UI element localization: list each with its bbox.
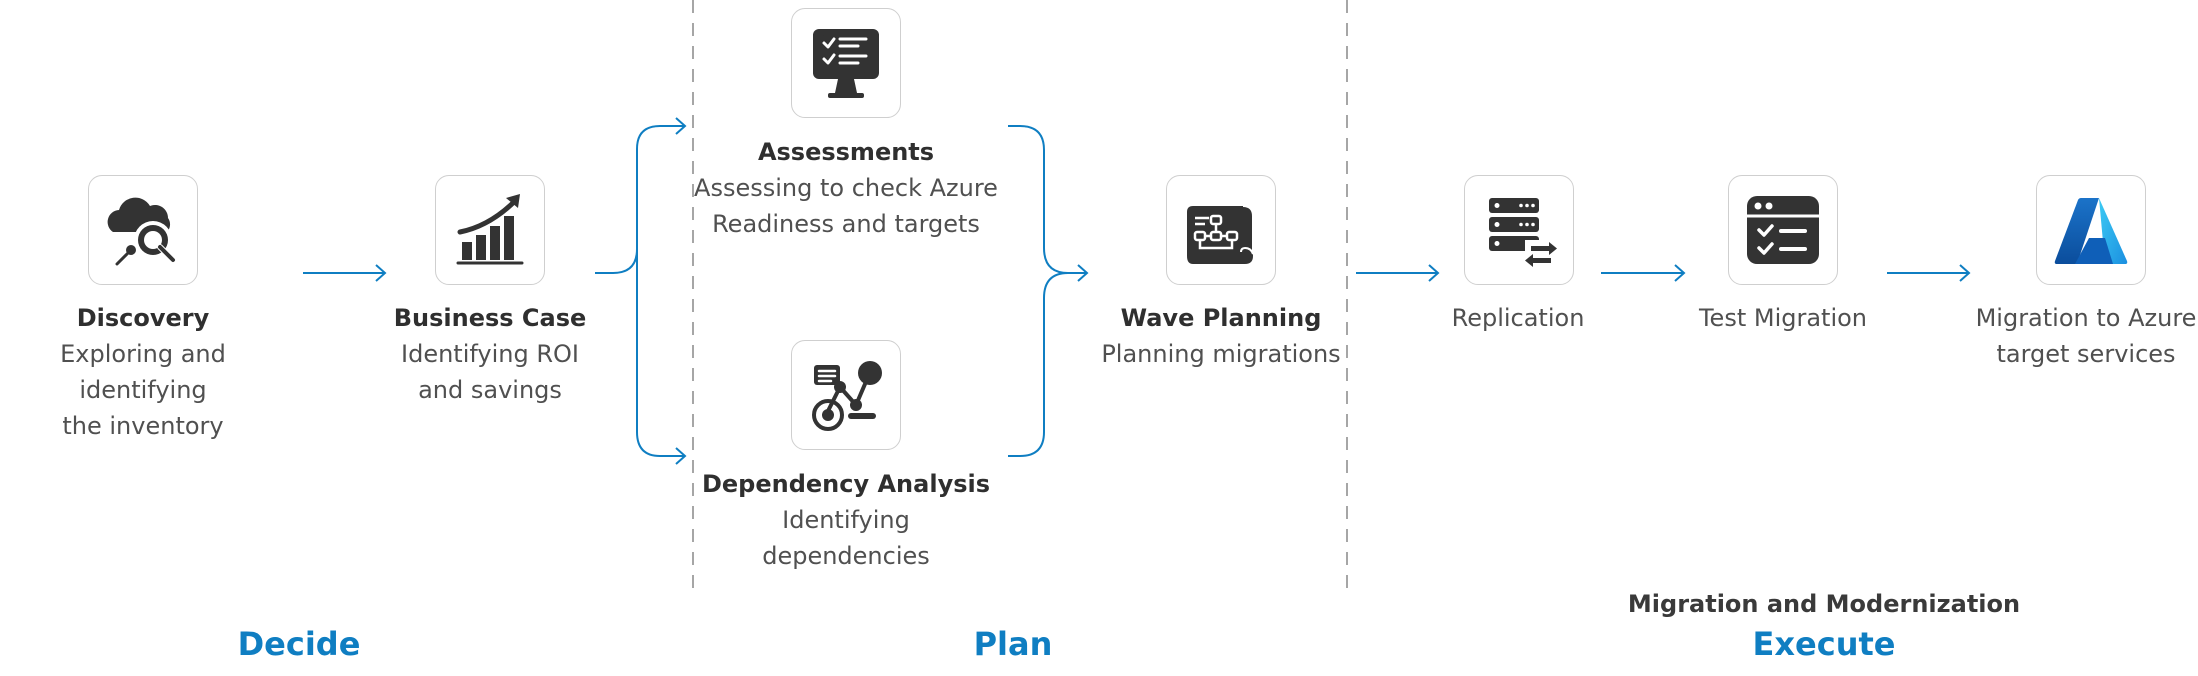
dependency-graph-icon — [812, 361, 882, 431]
dependency-desc-line2: dependencies — [762, 542, 930, 570]
wave-planning-card — [1166, 175, 1276, 285]
split-bracket — [595, 125, 684, 457]
assessments-title: Assessments — [757, 138, 935, 166]
replication-label: Replication — [1418, 300, 1618, 336]
discovery-label: Discovery Exploring and identifying the … — [0, 300, 286, 444]
business-case-desc-line1: Identifying ROI — [401, 340, 579, 368]
dependency-label: Dependency Analysis Identifying dependen… — [680, 466, 1012, 574]
dependency-title: Dependency Analysis — [701, 470, 991, 498]
arrowhead — [675, 117, 687, 135]
test-migration-title: Test Migration — [1698, 304, 1868, 332]
replication-title: Replication — [1451, 304, 1585, 332]
assessments-label: Assessments Assessing to check Azure Rea… — [680, 134, 1012, 242]
wave-planning-desc-line1: Planning migrations — [1101, 340, 1341, 368]
assessments-card — [791, 8, 901, 118]
merge-bracket — [1008, 125, 1086, 457]
phase-execute-subtitle: Migration and Modernization — [1627, 590, 2021, 618]
discovery-title: Discovery — [76, 304, 210, 332]
business-case-title: Business Case — [393, 304, 587, 332]
arrowhead — [1077, 264, 1089, 282]
arrowhead — [1959, 264, 1971, 282]
arrowhead — [675, 447, 687, 465]
discovery-card — [88, 175, 198, 285]
discovery-desc-line2: the inventory — [62, 412, 224, 440]
business-case-card — [435, 175, 545, 285]
azure-desc-line2: target services — [1996, 340, 2176, 368]
discovery-desc-line1: Exploring and identifying — [60, 340, 226, 404]
dependency-desc-line1: Identifying — [782, 506, 910, 534]
arrowhead — [1428, 264, 1440, 282]
phase-execute-label: Execute — [1752, 625, 1896, 663]
business-case-label: Business Case Identifying ROI and saving… — [360, 300, 620, 408]
dependency-card — [791, 340, 901, 450]
assessments-desc-line2: Readiness and targets — [712, 210, 980, 238]
server-sync-icon — [1489, 198, 1557, 268]
blueprint-flowchart-icon — [1187, 205, 1254, 264]
assessments-desc-line1: Assessing to check Azure — [694, 174, 998, 202]
business-case-desc-line2: and savings — [418, 376, 562, 404]
test-migration-card — [1728, 175, 1838, 285]
growth-chart-icon — [456, 194, 524, 265]
monitor-checklist-icon — [813, 29, 879, 98]
azure-card — [2036, 175, 2146, 285]
azure-logo-icon — [2054, 198, 2128, 264]
arrowhead — [375, 264, 387, 282]
arrowhead — [1674, 264, 1686, 282]
azure-desc-line1: Migration to Azure — [1975, 304, 2197, 332]
azure-label: Migration to Azure target services — [1974, 300, 2198, 372]
wave-planning-title: Wave Planning — [1120, 304, 1322, 332]
phase-plan-label: Plan — [973, 625, 1053, 663]
cloud-search-icon — [107, 197, 176, 266]
phase-decide-label: Decide — [237, 625, 361, 663]
wave-planning-label: Wave Planning Planning migrations — [1090, 300, 1352, 372]
browser-checklist-icon — [1747, 196, 1819, 264]
test-migration-label: Test Migration — [1672, 300, 1894, 336]
replication-card — [1464, 175, 1574, 285]
